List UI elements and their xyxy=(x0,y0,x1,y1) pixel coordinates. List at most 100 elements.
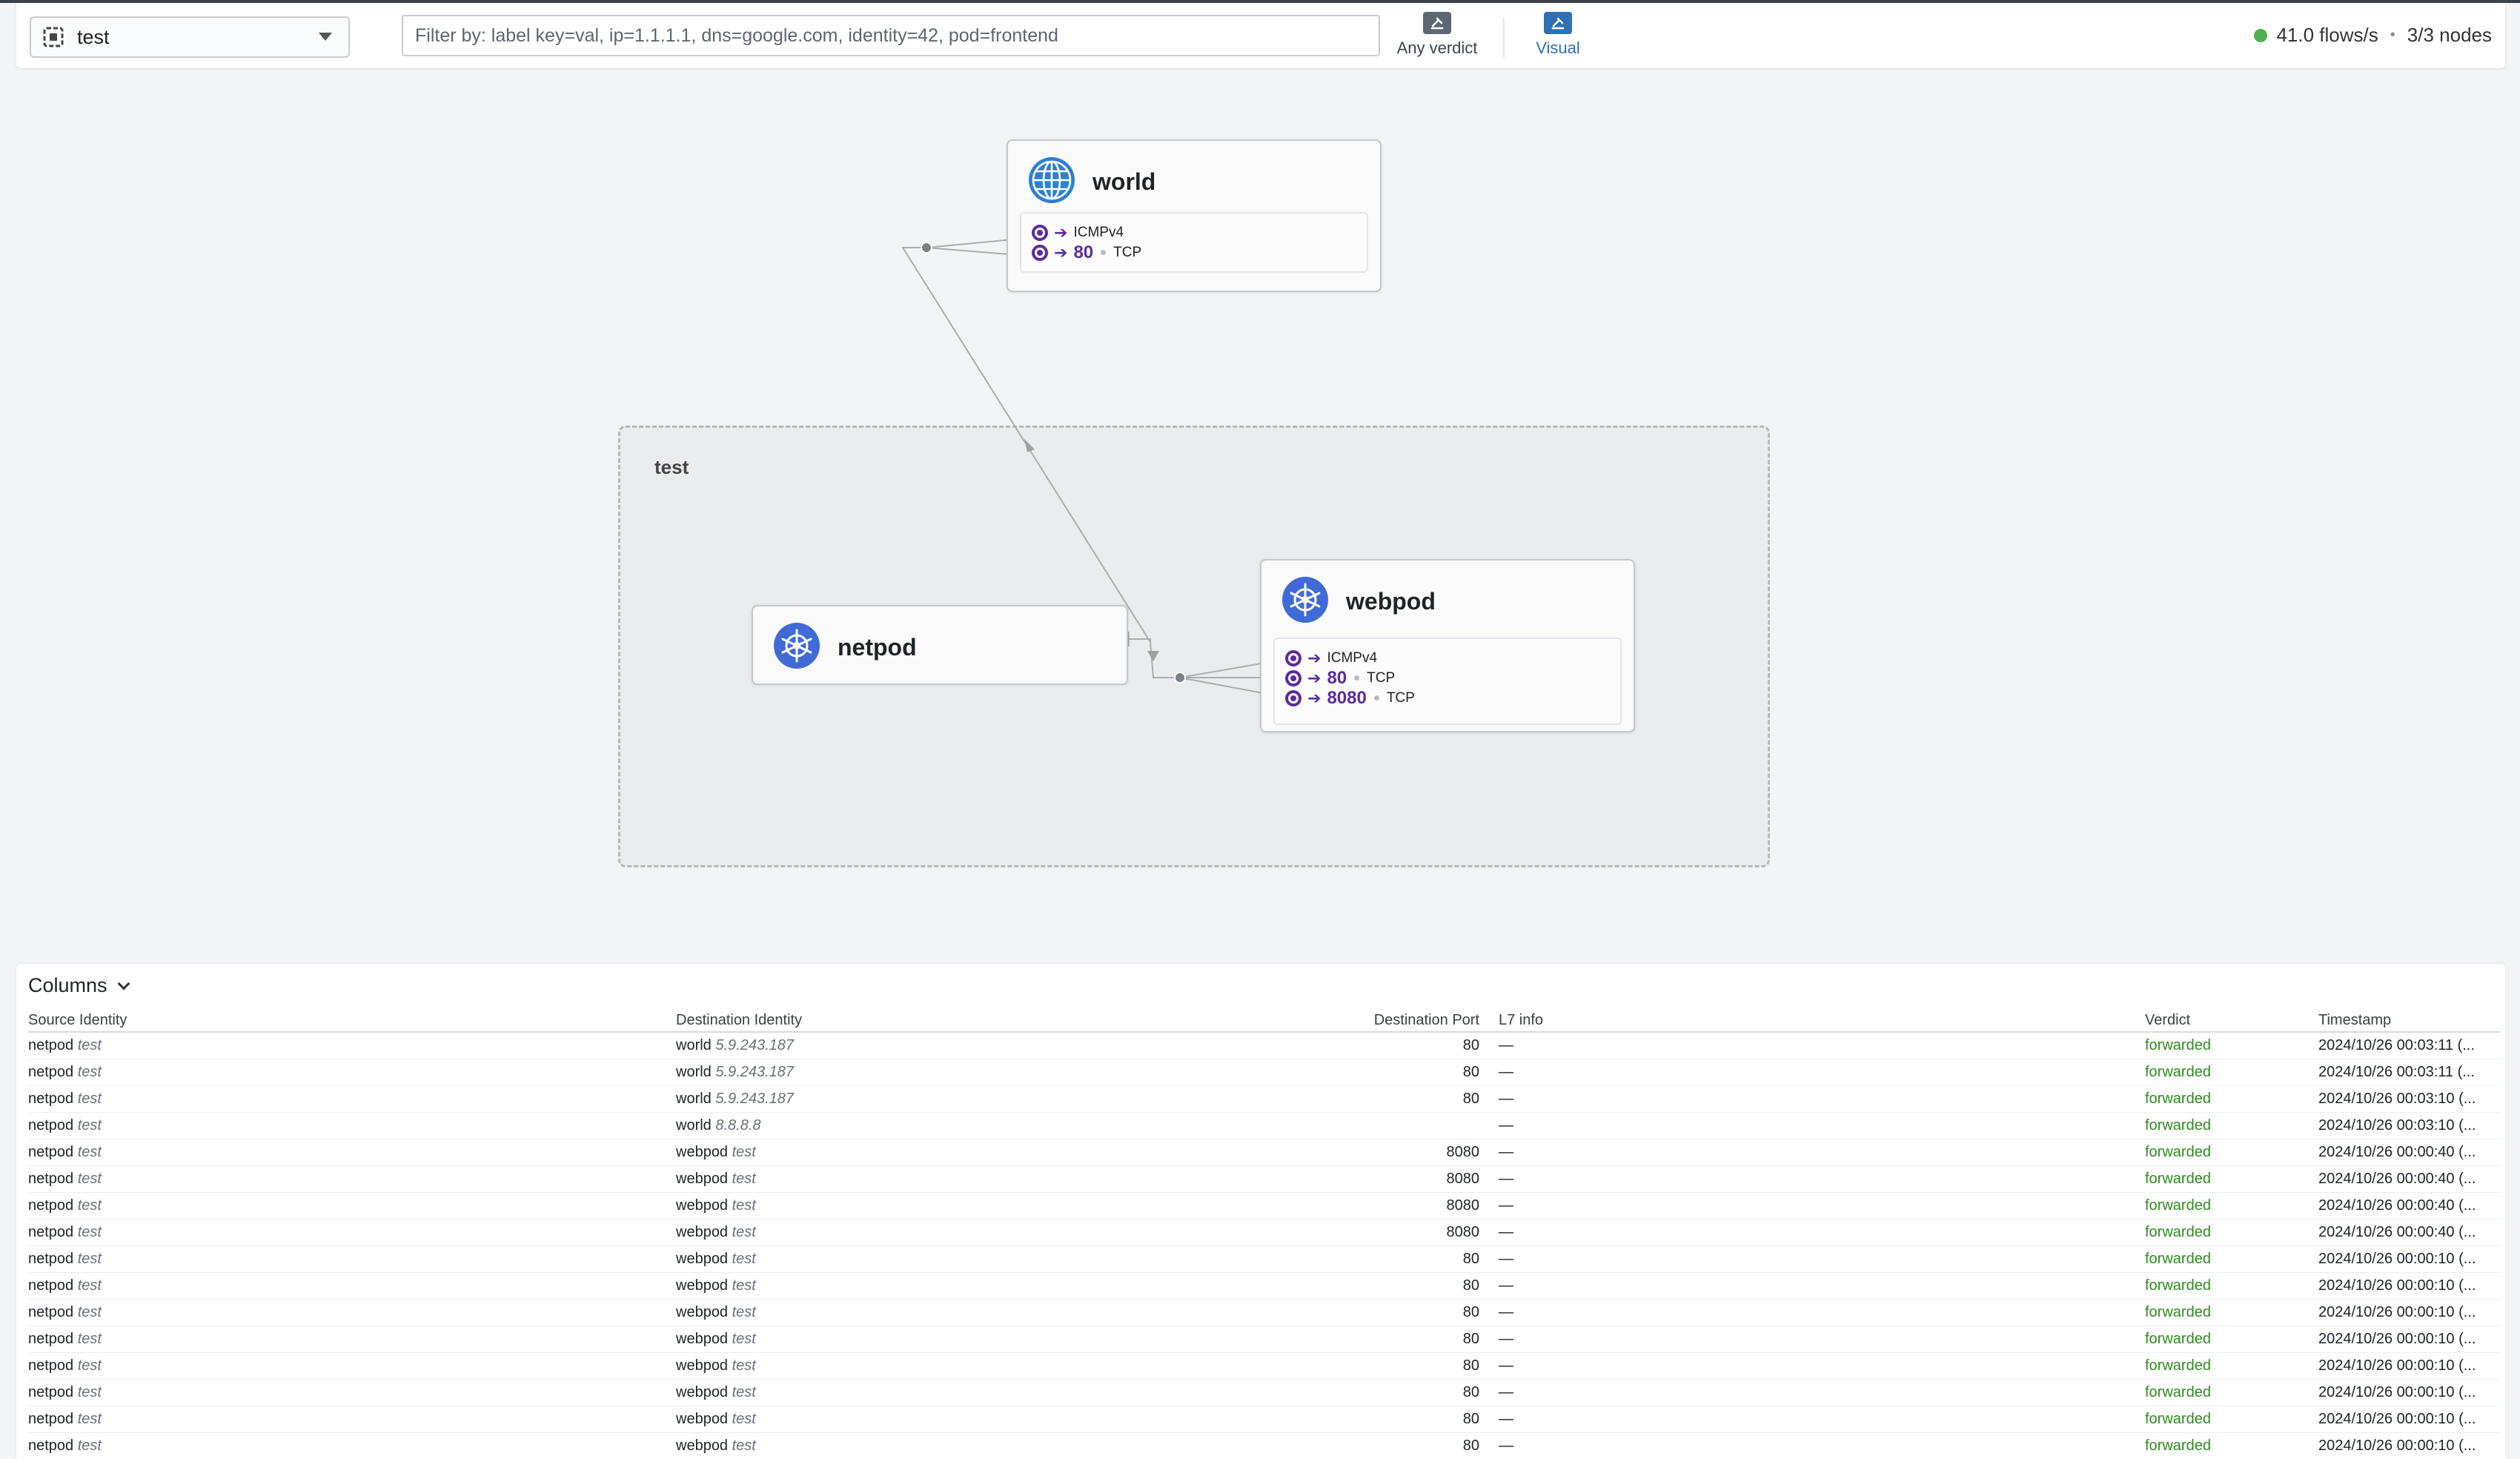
cell-timestamp: 2024/10/26 00:00:40 (... xyxy=(2318,1219,2501,1246)
port-protocol: ICMPv4 xyxy=(1073,224,1124,240)
cell-l7-info: — xyxy=(1499,1192,2145,1220)
cell-verdict: forwarded xyxy=(2145,1326,2318,1353)
globe-icon xyxy=(1027,156,1076,208)
cell-verdict: forwarded xyxy=(2145,1406,2318,1433)
port-endpoint-icon xyxy=(1285,689,1302,707)
namespace-selected-value: test xyxy=(77,25,110,48)
source-namespace: test xyxy=(77,1410,102,1427)
cell-l7-info: — xyxy=(1499,1352,2145,1380)
destination-detail: test xyxy=(732,1357,756,1374)
cell-destination-port: 80 xyxy=(1195,1032,1499,1059)
port-row[interactable]: ➔ ICMPv4 xyxy=(1275,648,1620,668)
destination-detail: test xyxy=(732,1303,756,1320)
service-map[interactable]: test xyxy=(0,71,2520,961)
cell-verdict: forwarded xyxy=(2145,1379,2318,1406)
cell-destination-identity: webpod test xyxy=(676,1406,1195,1433)
cell-source-identity: netpod test xyxy=(28,1379,676,1406)
source-namespace: test xyxy=(77,1090,102,1107)
source-name: netpod xyxy=(28,1170,74,1187)
chevron-down-icon xyxy=(117,977,130,990)
verdict-filter-button[interactable]: Any verdict xyxy=(1389,12,1485,61)
port-endpoint-icon xyxy=(1285,669,1302,687)
cell-l7-info: — xyxy=(1499,1326,2145,1353)
visual-filter-button[interactable]: Visual xyxy=(1513,12,1602,61)
node-card-world[interactable]: world ➔ ICMPv4 ➔ 80 TCP xyxy=(1007,139,1382,292)
destination-detail: test xyxy=(732,1143,756,1160)
node-header: netpod xyxy=(772,621,917,674)
destination-name: webpod xyxy=(676,1357,729,1374)
arrow-right-icon: ➔ xyxy=(1307,668,1322,687)
cell-destination-identity: webpod test xyxy=(676,1245,1195,1273)
port-number: 8080 xyxy=(1327,687,1367,708)
destination-name: webpod xyxy=(676,1303,729,1320)
cell-verdict: forwarded xyxy=(2145,1112,2318,1139)
cell-timestamp: 2024/10/26 00:00:10 (... xyxy=(2318,1406,2501,1433)
cell-destination-identity: world 5.9.243.187 xyxy=(676,1032,1195,1059)
source-name: netpod xyxy=(28,1036,74,1053)
node-header: webpod xyxy=(1281,575,1436,628)
port-separator xyxy=(1354,675,1360,681)
cell-destination-identity: world 5.9.243.187 xyxy=(676,1085,1195,1113)
cell-source-identity: netpod test xyxy=(28,1272,676,1300)
port-row[interactable]: ➔ 8080 TCP xyxy=(1275,688,1620,708)
cell-destination-port: 8080 xyxy=(1195,1192,1499,1220)
toolbar-divider xyxy=(1503,18,1505,58)
node-title: world xyxy=(1092,168,1156,195)
namespace-selector[interactable]: test xyxy=(30,16,350,58)
source-name: netpod xyxy=(28,1410,74,1427)
port-protocol: TCP xyxy=(1367,669,1396,686)
node-card-netpod[interactable]: netpod xyxy=(752,605,1128,685)
cell-l7-info: — xyxy=(1499,1112,2145,1139)
node-card-webpod[interactable]: webpod ➔ ICMPv4 ➔ 80 TCP ➔ 8080 TCP xyxy=(1260,559,1635,732)
source-namespace: test xyxy=(77,1330,102,1347)
flows-rate: 41.0 flows/s xyxy=(2276,24,2378,46)
cell-destination-port: 80 xyxy=(1195,1085,1499,1113)
flows-table: Source Identity Destination Identity Des… xyxy=(28,1010,2501,1459)
destination-detail: 5.9.243.187 xyxy=(715,1090,795,1107)
destination-name: webpod xyxy=(676,1410,729,1427)
columns-dropdown[interactable]: Columns xyxy=(28,974,130,997)
port-endpoint-icon xyxy=(1285,649,1302,666)
node-header: world xyxy=(1027,156,1155,208)
destination-name: world xyxy=(676,1063,712,1080)
port-row[interactable]: ➔ ICMPv4 xyxy=(1021,222,1367,242)
source-namespace: test xyxy=(77,1170,102,1187)
source-namespace: test xyxy=(77,1277,102,1294)
cell-destination-identity: webpod test xyxy=(676,1219,1195,1246)
cell-l7-info: — xyxy=(1499,1299,2145,1326)
port-row[interactable]: ➔ 80 TCP xyxy=(1021,242,1367,262)
node-ports-list: ➔ ICMPv4 ➔ 80 TCP xyxy=(1020,212,1368,273)
port-row[interactable]: ➔ 80 TCP xyxy=(1275,668,1620,688)
flow-filter-input[interactable] xyxy=(402,15,1380,56)
cell-destination-port: 80 xyxy=(1195,1299,1499,1326)
cell-timestamp: 2024/10/26 00:00:10 (... xyxy=(2318,1272,2501,1300)
cell-destination-port: 8080 xyxy=(1195,1219,1499,1246)
cell-timestamp: 2024/10/26 00:00:10 (... xyxy=(2318,1432,2501,1459)
edge-arrow-down xyxy=(1147,651,1159,661)
status-separator: • xyxy=(2390,27,2395,43)
kubernetes-icon xyxy=(1281,575,1330,628)
source-namespace: test xyxy=(77,1250,102,1267)
edge-arrow-up xyxy=(1024,439,1035,452)
destination-detail: test xyxy=(732,1330,756,1347)
gavel-icon xyxy=(1544,12,1572,34)
webpod-junction-dot xyxy=(1174,672,1186,684)
cell-destination-identity: webpod test xyxy=(676,1326,1195,1353)
cell-verdict: forwarded xyxy=(2145,1085,2318,1113)
